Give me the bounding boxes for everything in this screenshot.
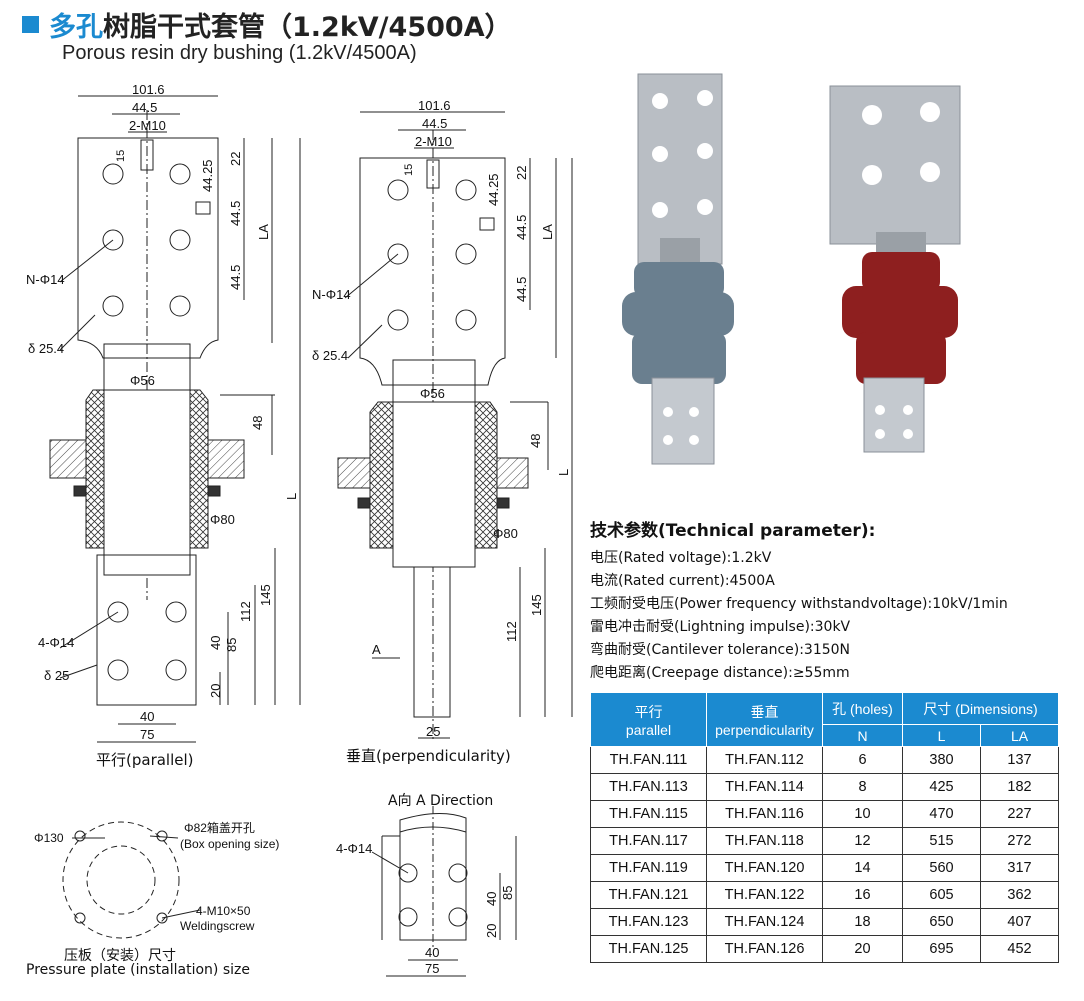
svg-text:22: 22 [514,166,529,180]
svg-text:75: 75 [140,727,154,742]
col-dimensions: 尺寸 (Dimensions) [902,692,1059,725]
svg-text:44.5: 44.5 [228,201,243,226]
svg-text:85: 85 [224,638,239,652]
svg-text:112: 112 [238,601,253,622]
svg-text:15: 15 [403,164,415,176]
param-lightning: 雷电冲击耐受(Lightning impulse):30kV [590,619,851,635]
svg-text:Weldingscrew: Weldingscrew [180,919,255,933]
svg-text:20: 20 [208,684,223,698]
svg-text:Φ80: Φ80 [210,512,235,527]
svg-text:LA: LA [256,224,271,240]
svg-text:75: 75 [425,961,439,976]
svg-text:44.5: 44.5 [514,277,529,302]
technical-parameters: 技术参数(Technical parameter): 电压(Rated volt… [590,516,1008,685]
svg-text:L: L [556,469,571,476]
svg-text:Φ56: Φ56 [130,373,155,388]
param-cantilever: 弯曲耐受(Cantilever tolerance):3150N [590,642,851,658]
svg-text:N-Φ14: N-Φ14 [26,272,65,287]
pressure-plate-caption-cn: 压板（安装）尺寸 [64,948,176,964]
svg-text:112: 112 [504,621,519,642]
svg-text:δ 25.4: δ 25.4 [28,341,64,356]
svg-text:4-Φ14: 4-Φ14 [38,635,74,650]
svg-text:δ 25.4: δ 25.4 [312,348,348,363]
title-prefix: 多孔 [49,11,103,43]
subtitle: Porous resin dry bushing (1.2kV/4500A) [62,42,417,64]
a-direction-dims: 4-Φ14 40 85 20 40 75 [336,841,515,976]
parallel-dims: 101.6 44.5 2-M10 15 22 44.25 44.5 44.5 L… [26,82,299,742]
svg-text:22: 22 [228,152,243,166]
svg-text:A: A [372,642,381,657]
col-n: N [822,724,903,747]
a-direction-caption: A向 A Direction [388,793,494,809]
svg-text:15: 15 [115,150,127,162]
pressure-plate-caption-en: Pressure plate (installation) size [26,962,250,978]
perp-caption: 垂直(perpendicularity) [346,747,511,765]
pressure-plate-view [62,821,201,939]
svg-text:44.5: 44.5 [132,100,157,115]
title-text: 树脂干式套管（1.2kV/4500A） [103,11,512,43]
svg-text:40: 40 [484,892,499,906]
svg-text:δ 25: δ 25 [44,668,69,683]
svg-text:101.6: 101.6 [132,82,165,97]
svg-text:Φ56: Φ56 [420,386,445,401]
col-l: L [902,724,981,747]
svg-text:44.5: 44.5 [514,215,529,240]
svg-text:44.25: 44.25 [486,173,501,206]
svg-text:101.6: 101.6 [418,98,451,113]
svg-text:44.25: 44.25 [200,159,215,192]
svg-text:(Box opening size): (Box opening size) [180,837,279,851]
perp-dims: 101.6 44.5 2-M10 15 22 44.25 44.5 44.5 L… [312,98,571,739]
title-row: 多孔 树脂干式套管（1.2kV/4500A） [22,6,512,43]
parallel-view [49,95,301,743]
svg-text:20: 20 [484,924,499,938]
product-photo-grey [622,73,734,465]
param-creepage: 爬电距离(Creepage distance):≥55mm [590,665,850,681]
svg-text:85: 85 [500,886,515,900]
col-holes: 孔 (holes) [822,692,903,725]
svg-text:44.5: 44.5 [422,116,447,131]
perp-view [337,111,573,740]
title-square-icon [22,15,39,33]
svg-text:25: 25 [426,724,440,739]
pressure-plate-dims: Φ130 Φ82箱盖开孔 (Box opening size) 4-M10×50… [34,820,279,933]
svg-text:Φ130: Φ130 [34,831,64,845]
svg-text:2-M10: 2-M10 [129,118,166,133]
a-direction-view [371,806,517,977]
svg-text:4-Φ14: 4-Φ14 [336,841,372,856]
param-current: 电流(Rated current):4500A [590,573,775,589]
svg-text:48: 48 [250,416,265,430]
svg-text:40: 40 [140,709,154,724]
svg-text:2-M10: 2-M10 [415,134,452,149]
svg-text:LA: LA [540,224,555,240]
svg-text:44.5: 44.5 [228,265,243,290]
svg-text:L: L [284,493,299,500]
parallel-caption: 平行(parallel) [96,751,194,769]
svg-text:Φ80: Φ80 [493,526,518,541]
param-voltage: 电压(Rated voltage):1.2kV [590,550,772,566]
svg-text:145: 145 [529,594,544,616]
svg-text:N-Φ14: N-Φ14 [312,287,351,302]
col-la: LA [980,724,1059,747]
svg-text:40: 40 [425,945,439,960]
svg-text:40: 40 [208,636,223,650]
params-heading: 技术参数(Technical parameter): [590,521,876,541]
svg-text:145: 145 [258,584,273,606]
svg-text:4-M10×50: 4-M10×50 [196,904,251,918]
svg-text:Φ82箱盖开孔: Φ82箱盖开孔 [184,820,255,835]
param-power-frequency: 工频耐受电压(Power frequency withstandvoltage)… [590,596,1008,612]
product-photo-red [829,85,961,453]
svg-text:48: 48 [528,434,543,448]
